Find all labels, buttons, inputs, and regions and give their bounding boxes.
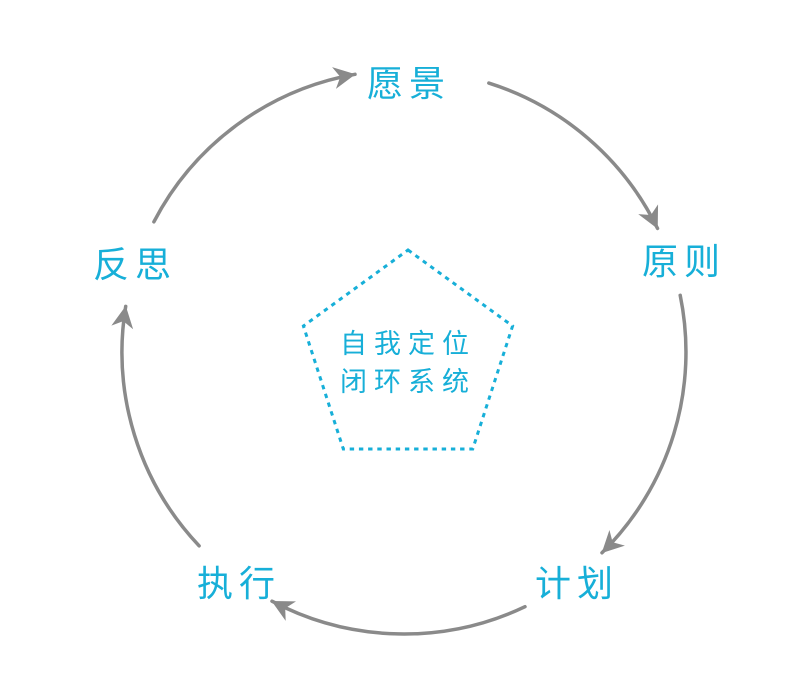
pentagon-outline (301, 248, 515, 451)
arrow-arcs-group (111, 67, 688, 636)
center-text-line-1: 自我定位 (340, 329, 476, 359)
node-label-vision: 愿景 (366, 63, 452, 104)
node-label-execute: 执行 (196, 563, 282, 604)
node-label-principles: 原则 (641, 241, 727, 282)
arrow-arc-reflect-to-vision (152, 67, 357, 224)
center-text-line-2: 闭环系统 (340, 367, 476, 397)
node-label-reflect: 反思 (92, 244, 178, 285)
arrow-arc-plan-to-execute (270, 599, 527, 636)
node-label-plan: 计划 (534, 563, 620, 604)
arrow-arc-principles-to-plan (600, 293, 688, 555)
arrow-arc-vision-to-principles (487, 81, 660, 231)
arrow-arc-execute-to-reflect (111, 304, 201, 548)
